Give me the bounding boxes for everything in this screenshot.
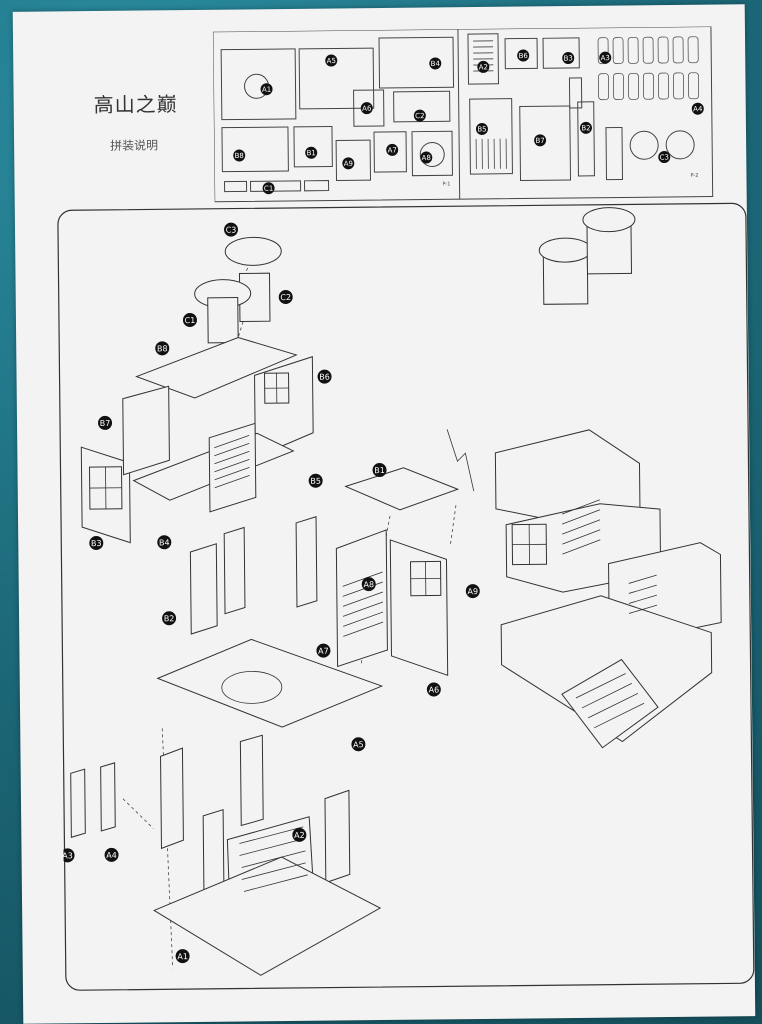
sheet-label-c3: C3 xyxy=(660,153,669,161)
part-label-b1: B1 xyxy=(374,466,385,475)
document-subtitle: 拼装说明 xyxy=(110,138,159,153)
sheet-label-a2: A2 xyxy=(479,63,488,71)
sheet-label-a7: A7 xyxy=(388,146,397,154)
instruction-sheet: 高山之巅 拼装说明 xyxy=(12,4,756,1024)
sheet-label-b2: B2 xyxy=(581,124,590,132)
part-label-b8: B8 xyxy=(157,344,168,353)
part-label-c1: C1 xyxy=(185,316,196,325)
sheet-label-a3: A3 xyxy=(601,54,610,62)
part-label-b3: B3 xyxy=(91,539,102,548)
sheet-label-b5: B5 xyxy=(477,125,486,133)
part-label-b2: B2 xyxy=(164,614,175,623)
part-label-b7: B7 xyxy=(100,419,111,428)
part-label-a3: A3 xyxy=(62,851,73,860)
part-label-c2: C2 xyxy=(280,293,291,302)
sheet-label-b7: B7 xyxy=(535,137,544,145)
sheet-label-b6: B6 xyxy=(519,52,529,60)
part-label-b6: B6 xyxy=(319,373,330,382)
sheet-label-a8: A8 xyxy=(422,154,431,162)
sheet1-code: P-1 xyxy=(443,181,451,187)
sheet-label-c2: C2 xyxy=(415,112,424,120)
sheet-label-b8: B8 xyxy=(235,152,244,160)
document-title: 高山之巅 xyxy=(93,92,178,118)
sheet-label-a5: A5 xyxy=(327,57,336,65)
parts-sheets: A1 A5 B4 A6 C2 B8 B1 A9 A7 A8 C1 A2 B6 B… xyxy=(212,26,714,203)
part-label-a4: A4 xyxy=(106,851,117,860)
part-label-a5: A5 xyxy=(353,740,364,749)
sheet-label-a4: A4 xyxy=(693,105,703,113)
part-label-a1: A1 xyxy=(177,952,188,961)
sheet-label-a6: A6 xyxy=(362,105,372,113)
part-label-a8: A8 xyxy=(363,580,374,589)
part-label-b4: B4 xyxy=(159,538,170,547)
sheet-label-a9: A9 xyxy=(344,160,353,168)
part-label-c3: C3 xyxy=(226,226,237,235)
sheet-label-b4: B4 xyxy=(431,60,441,68)
sheet2-code: P-2 xyxy=(690,173,698,179)
sheet-label-b3: B3 xyxy=(564,54,573,62)
part-label-b5: B5 xyxy=(310,477,321,486)
part-label-a9: A9 xyxy=(467,587,478,596)
sheet-label-a1: A1 xyxy=(262,86,271,94)
assembly-diagram: C3 C1 C2 B8 B6 B7 B5 B3 B4 B1 A8 A9 B2 A… xyxy=(57,202,755,991)
part-label-a6: A6 xyxy=(429,685,440,694)
sheet-label-b1: B1 xyxy=(307,149,316,157)
part-label-a7: A7 xyxy=(318,647,329,656)
part-label-a2: A2 xyxy=(294,831,305,840)
sheet-label-c1: C1 xyxy=(264,185,273,193)
